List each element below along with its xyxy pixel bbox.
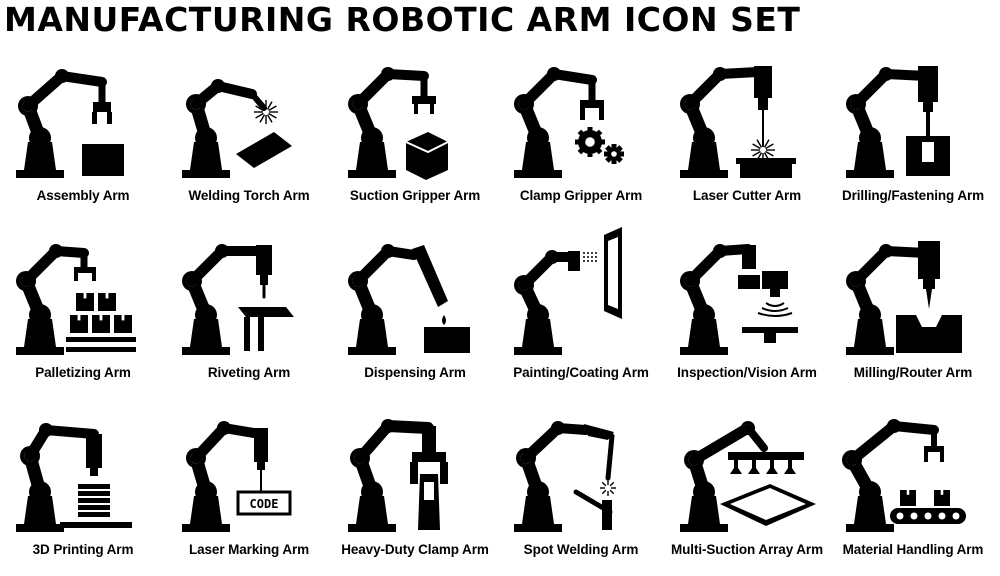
icon-label: 3D Printing Arm	[32, 542, 134, 557]
icon-label: Laser Cutter Arm	[692, 188, 802, 203]
icon-label: Palletizing Arm	[35, 365, 131, 380]
icon-tile: Welding Torch Arm	[166, 46, 332, 222]
icon-grid: Assembly Arm Welding Torch Arm Suction Gri…	[0, 46, 1000, 576]
heavy-duty-clamp-arm-icon	[348, 419, 448, 532]
icon-tile: 3D Printing Arm	[0, 400, 166, 576]
icon-tile: Assembly Arm	[0, 46, 166, 222]
icon-label: Laser Marking Arm	[188, 542, 310, 557]
assembly-arm-icon	[16, 69, 124, 178]
welding-torch-arm-icon	[182, 79, 292, 178]
spot-welding-arm-icon	[514, 421, 616, 532]
icon-tile: Multi-Suction Array Arm	[664, 400, 830, 576]
icon-tile: Dispensing Arm	[332, 223, 498, 399]
icon-tile: Material Handling Arm	[830, 400, 996, 576]
painting-coating-arm-icon	[514, 227, 622, 355]
icon-tile: Drilling/Fastening Arm	[830, 46, 996, 222]
icon-tile: Spot Welding Arm	[498, 400, 664, 576]
palletizing-arm-icon	[16, 244, 136, 355]
page-title: MANUFACTURING ROBOTIC ARM ICON SET	[4, 0, 801, 39]
3d-printing-arm-icon	[16, 423, 132, 532]
material-handling-arm-icon	[842, 419, 966, 532]
icon-label: Spot Welding Arm	[523, 542, 639, 557]
icon-tile: Laser Cutter Arm	[664, 46, 830, 222]
laser-marking-arm-icon: CODE	[182, 421, 292, 532]
icon-tile: Riveting Arm	[166, 223, 332, 399]
icon-label: Material Handling Arm	[842, 542, 984, 557]
icon-tile: Palletizing Arm	[0, 223, 166, 399]
icon-label: Multi-Suction Array Arm	[671, 542, 823, 557]
icon-tile: Inspection/Vision Arm	[664, 223, 830, 399]
icon-tile: CODE Laser Marking Arm	[166, 400, 332, 576]
icon-tile: Clamp Gripper Arm	[498, 46, 664, 222]
riveting-arm-icon	[182, 244, 294, 355]
drilling-fastening-arm-icon	[846, 66, 950, 178]
icon-label: Assembly Arm	[36, 188, 130, 203]
icon-label: Dispensing Arm	[364, 365, 466, 380]
laser-cutter-arm-icon	[680, 66, 796, 178]
icon-label: Heavy-Duty Clamp Arm	[341, 542, 489, 557]
icon-tile: Painting/Coating Arm	[498, 223, 664, 399]
inspection-vision-arm-icon	[680, 244, 798, 355]
icon-label: Painting/Coating Arm	[513, 365, 649, 380]
milling-router-arm-icon	[846, 241, 962, 355]
icon-label: Clamp Gripper Arm	[519, 188, 643, 203]
icon-label: Welding Torch Arm	[188, 188, 310, 203]
dispensing-arm-icon	[348, 244, 470, 355]
icon-label: Milling/Router Arm	[853, 365, 973, 380]
icon-tile: Heavy-Duty Clamp Arm	[332, 400, 498, 576]
icon-label: Drilling/Fastening Arm	[841, 188, 985, 203]
icon-label: Suction Gripper Arm	[349, 188, 481, 203]
icon-label: Riveting Arm	[207, 365, 291, 380]
suction-gripper-arm-icon	[348, 67, 449, 180]
clamp-gripper-arm-icon	[514, 67, 624, 178]
icon-tile: Milling/Router Arm	[830, 223, 996, 399]
laser-marking-code-label: CODE	[250, 497, 279, 511]
icon-label: Inspection/Vision Arm	[677, 365, 817, 380]
icon-tile: Suction Gripper Arm	[332, 46, 498, 222]
multi-suction-array-arm-icon	[680, 421, 816, 532]
